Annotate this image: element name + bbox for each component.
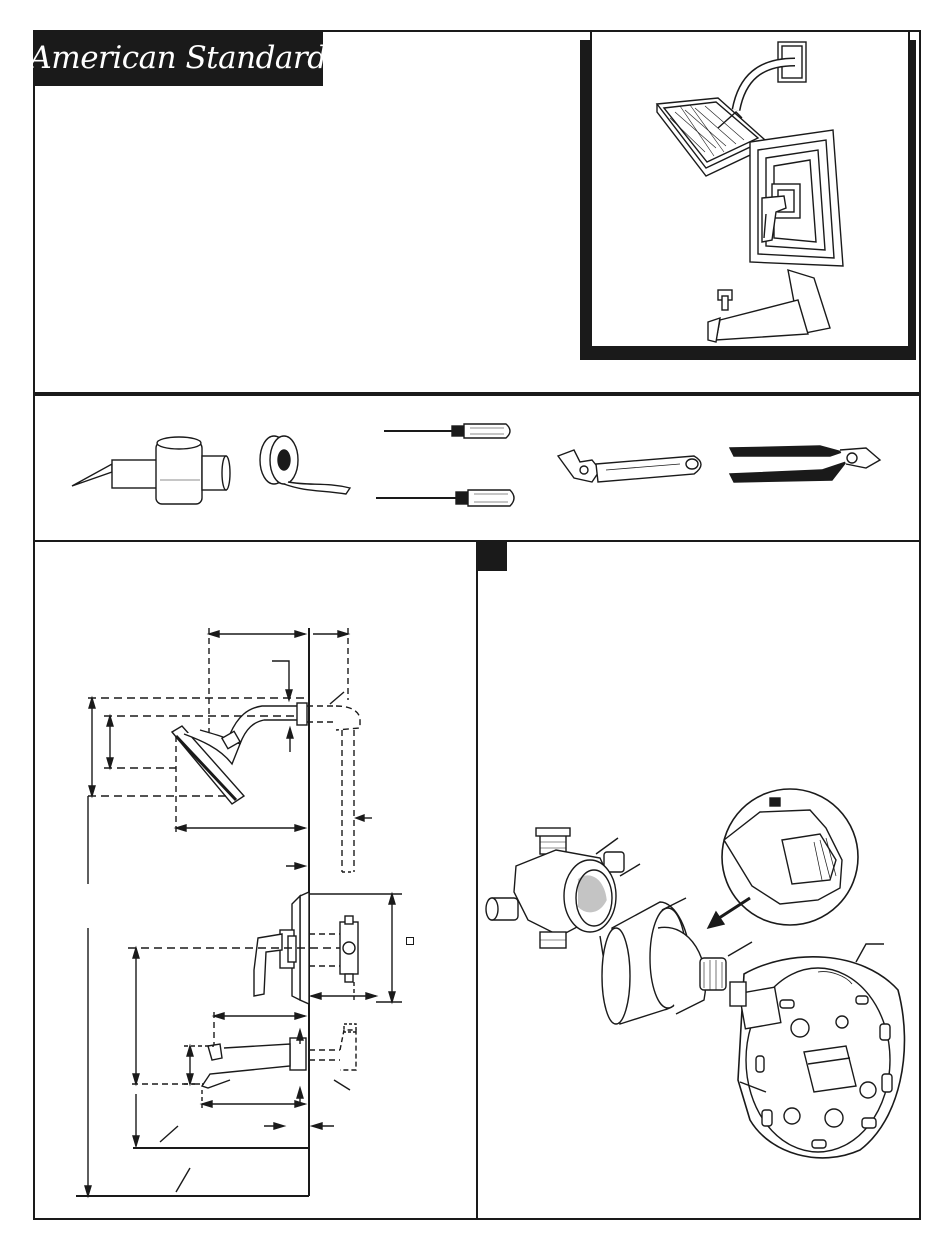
caulk-gun-icon xyxy=(72,437,230,504)
phillips-screwdriver-icon xyxy=(384,424,510,438)
pliers-icon xyxy=(730,446,880,482)
thread-tape-icon xyxy=(260,436,350,494)
rough-in-dimension-diagram xyxy=(76,628,402,1196)
valve-exploded-view-diagram xyxy=(486,789,904,1158)
flat-screwdriver-icon xyxy=(376,490,514,506)
dimension-note-box xyxy=(406,937,414,945)
adjustable-wrench-icon xyxy=(558,450,701,482)
shower-tub-trim-illustration xyxy=(657,42,843,342)
